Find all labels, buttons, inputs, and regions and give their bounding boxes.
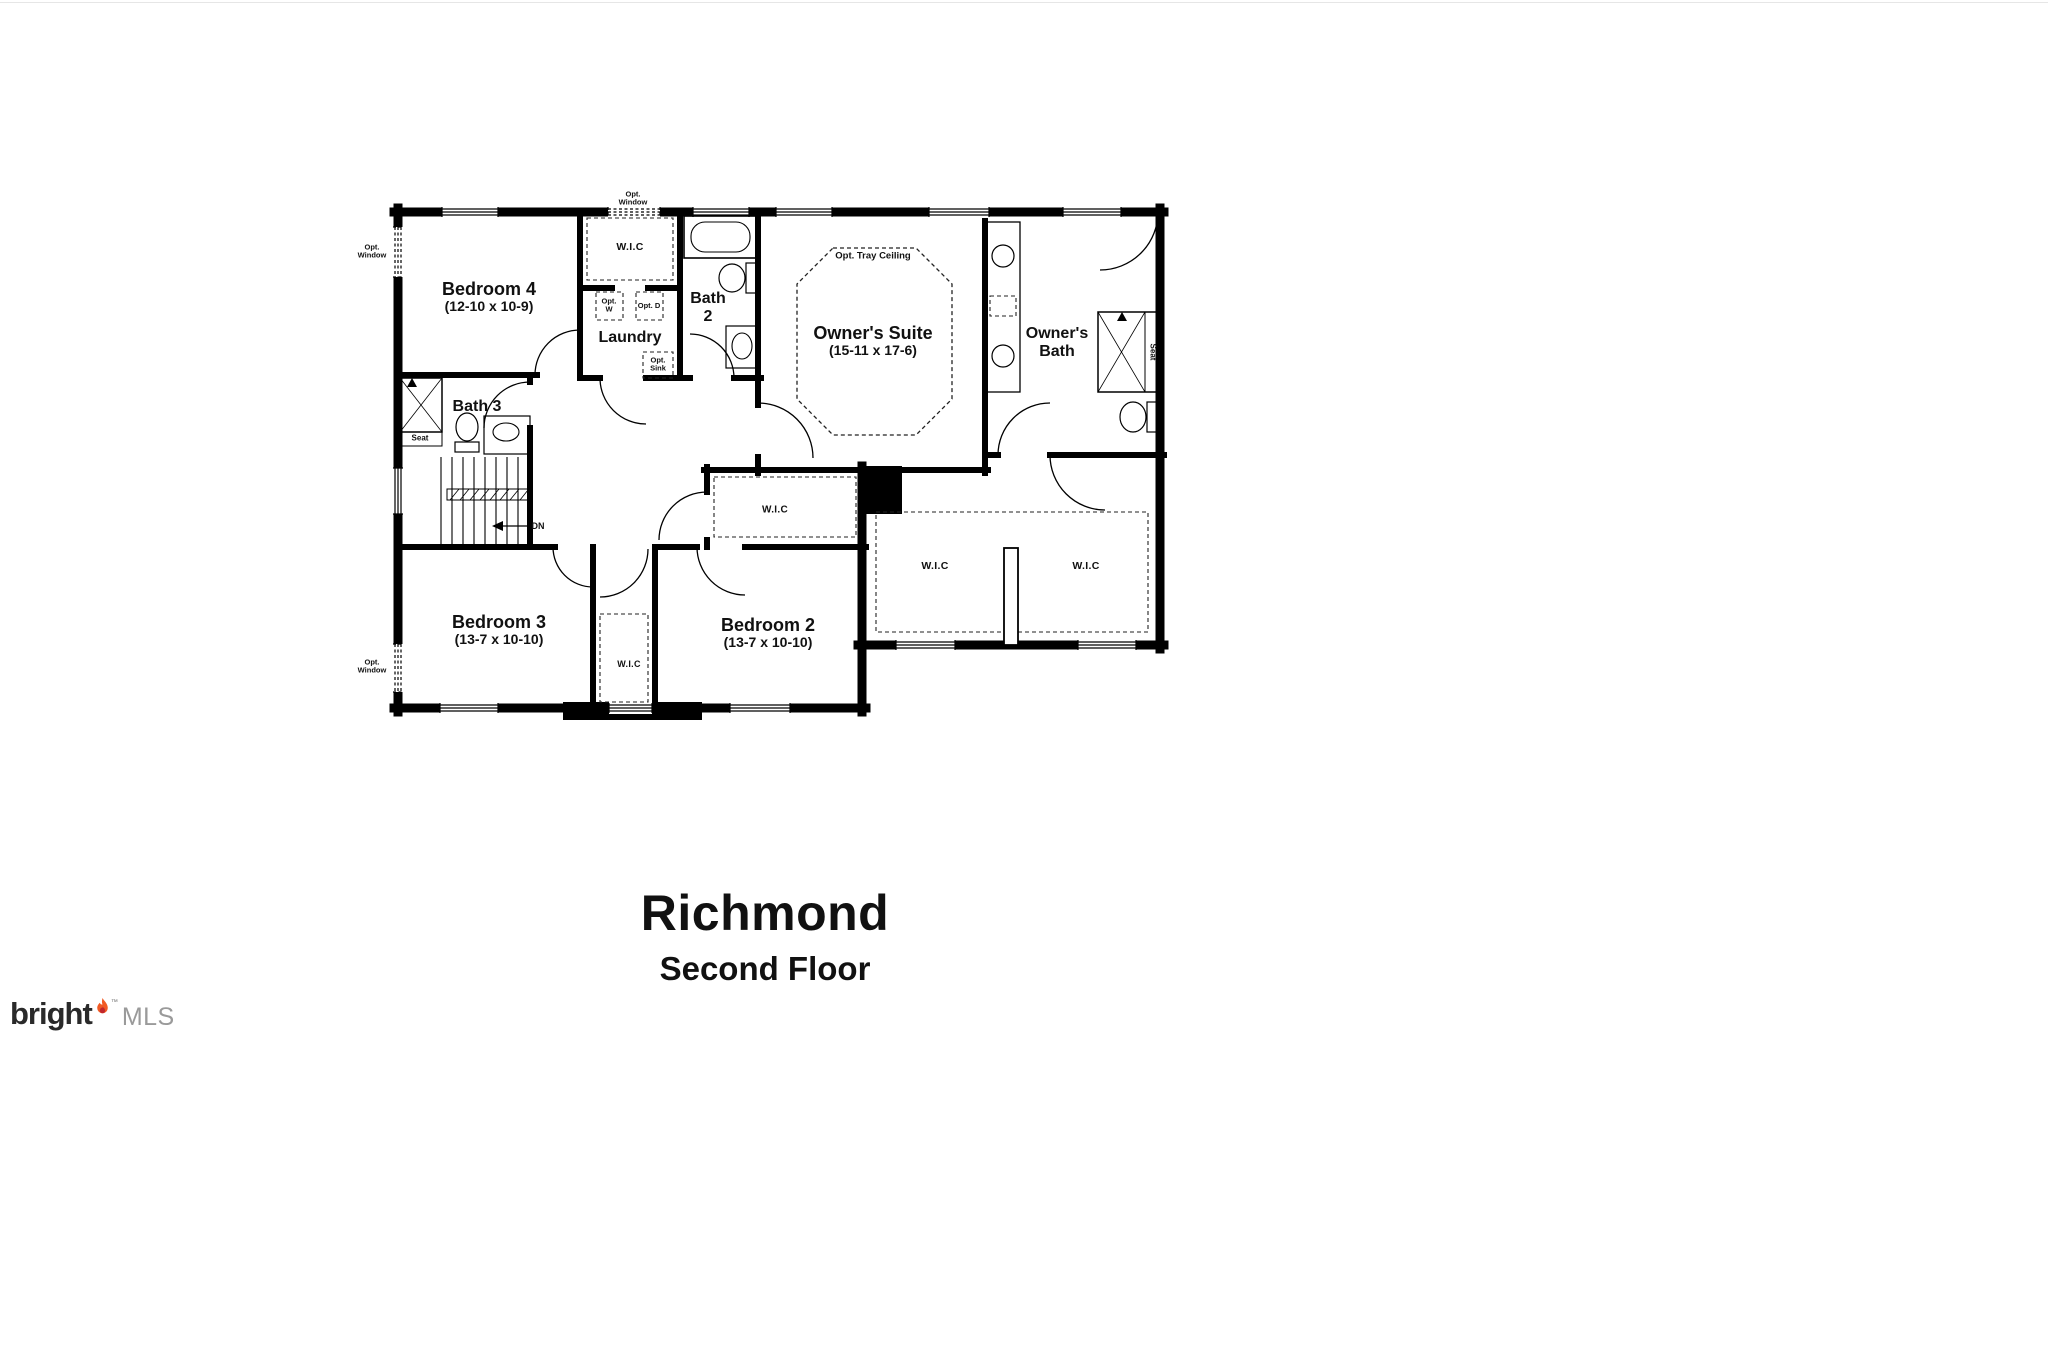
bedroom2-dims: (13-7 x 10-10) — [723, 634, 813, 651]
bathtub-icon — [683, 215, 758, 259]
wic-owners-right-label: W.I.C — [1072, 560, 1100, 573]
wic-corridor-label: W.I.C — [617, 658, 641, 669]
double-vanity-icon — [985, 221, 1021, 393]
bedroom3-dims: (13-7 x 10-10) — [454, 631, 544, 648]
brand-name: bright — [10, 996, 93, 1031]
shower-seat-label: Seat — [1148, 343, 1158, 361]
opt-tray-ceiling-label: Opt. Tray Ceiling — [835, 250, 911, 262]
bedroom4-dims: (12-10 x 10-9) — [444, 298, 534, 315]
down-arrow-icon — [492, 521, 503, 531]
stairs-down-label: DN — [531, 520, 545, 531]
opt-sink-label: Opt. Sink — [650, 355, 666, 373]
opt-window-top-label: Opt. Window — [618, 189, 648, 207]
owners-suite-dims: (15-11 x 17-6) — [829, 342, 917, 359]
bedroom3-name: Bedroom 3 — [451, 612, 547, 633]
toilet-icon — [718, 262, 758, 294]
trademark-symbol: ™ — [110, 999, 118, 1006]
brand-suffix: MLS — [121, 1003, 175, 1031]
bedroom4-name: Bedroom 4 — [441, 279, 537, 300]
closet-divider — [1003, 547, 1019, 646]
wic-owners-left-label: W.I.C — [921, 560, 949, 573]
bath2-label: Bath 2 — [690, 290, 726, 325]
plan-subtitle: Second Floor — [659, 950, 871, 987]
door-arcs — [483, 211, 1159, 598]
flame-icon — [95, 998, 110, 1022]
shower-icon — [1097, 311, 1161, 393]
sink-icon — [725, 325, 759, 369]
tray-ceiling-outline — [796, 247, 953, 436]
bedroom4-label: Bedroom 4 (12-10 x 10-9) — [442, 279, 536, 315]
windows — [393, 207, 1137, 713]
brand-logo: bright ™ MLS — [10, 998, 175, 1030]
caption: Richmond Second Floor — [641, 884, 889, 988]
fixtures — [399, 215, 1161, 455]
plan-title: Richmond — [640, 885, 890, 941]
optional-windows — [393, 207, 661, 693]
opt-washer-label: Opt. W — [601, 296, 617, 314]
opt-window-left1-label: Opt. Window — [357, 242, 387, 260]
wic-top-label: W.I.C — [616, 241, 644, 254]
sink-icon — [483, 415, 531, 455]
bedroom2-label: Bedroom 2 (13-7 x 10-10) — [721, 615, 815, 651]
wic-bedroom2-label: W.I.C — [762, 504, 788, 516]
toilet-icon — [454, 412, 480, 453]
owners-bath-label: Owner's Bath — [1025, 325, 1089, 360]
bedroom2-name: Bedroom 2 — [720, 615, 816, 636]
owners-suite-label: Owner's Suite (15-11 x 17-6) — [813, 323, 932, 359]
stairs-icon — [440, 457, 530, 544]
toilet-icon — [1119, 401, 1159, 433]
shower-icon — [399, 377, 443, 447]
bath3-label: Bath 3 — [452, 398, 502, 416]
opt-window-left2-label: Opt. Window — [357, 657, 387, 675]
shower-seat-label: Seat — [411, 433, 429, 443]
opt-dryer-label: Opt. D — [637, 300, 661, 310]
laundry-label: Laundry — [598, 329, 662, 347]
owners-suite-name: Owner's Suite — [813, 323, 933, 344]
sink-outline — [642, 351, 674, 379]
bedroom3-label: Bedroom 3 (13-7 x 10-10) — [452, 612, 546, 648]
top-divider — [0, 2, 2048, 3]
interior-walls — [395, 209, 1167, 711]
